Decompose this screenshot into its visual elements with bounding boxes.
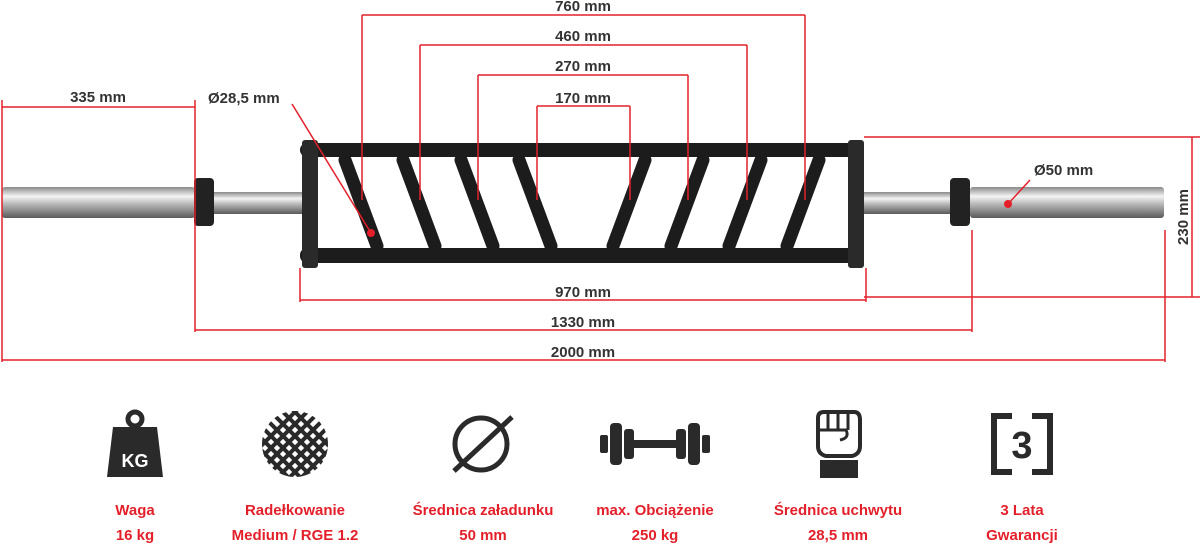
feature-label: Waga <box>115 502 155 519</box>
feature-value: 250 kg <box>631 527 679 544</box>
left-shaft <box>212 192 302 214</box>
svg-text:KG: KG <box>122 451 149 471</box>
frame-left-plate <box>302 140 318 268</box>
feature-value: 16 kg <box>115 527 155 544</box>
frame-top-rail <box>300 143 864 157</box>
dim-335: 335 mm <box>70 89 126 106</box>
dim-970: 970 mm <box>555 284 611 301</box>
dim-grip-diameter: Ø28,5 mm <box>208 90 280 107</box>
fist-icon <box>816 410 862 478</box>
feature-value: Medium / RGE 1.2 <box>231 527 359 544</box>
frame-bottom-rail <box>300 248 864 263</box>
weight-kg-icon: KG <box>107 409 163 477</box>
feature-label: max. Obciążenie <box>596 502 714 519</box>
dumbbell-icon <box>600 423 710 465</box>
dim-460: 460 mm <box>555 28 611 45</box>
warranty-3-icon: 3 <box>991 413 1053 475</box>
frame-right-plate <box>848 140 864 268</box>
feature-value: 28,5 mm <box>807 527 869 544</box>
feature-weight: KG Waga 16 kg <box>45 400 225 548</box>
dim-170: 170 mm <box>555 90 611 107</box>
feature-label: Radełkowanie <box>244 502 346 519</box>
dim-270: 270 mm <box>555 58 611 75</box>
diameter-icon <box>452 415 514 473</box>
right-sleeve <box>970 187 1164 218</box>
right-collar <box>950 178 970 226</box>
left-sleeve <box>2 187 195 218</box>
bar-diagram: 760 mm 460 mm 270 mm 170 mm 335 mm Ø28,5… <box>1 0 1200 362</box>
right-shaft <box>862 192 957 214</box>
dim-sleeve-diameter: Ø50 mm <box>1034 162 1093 179</box>
feature-load-diameter: Średnica załadunku 50 mm <box>393 400 573 548</box>
feature-value: Gwarancji <box>986 527 1058 544</box>
dim-230: 230 mm <box>1175 189 1192 245</box>
feature-label: Średnica załadunku <box>412 502 554 519</box>
dim-2000: 2000 mm <box>551 344 615 361</box>
feature-label: 3 Lata <box>1000 502 1044 519</box>
dim-1330: 1330 mm <box>551 314 615 331</box>
swiss-bar <box>2 140 1164 268</box>
feature-grip-diameter: Średnica uchwytu 28,5 mm <box>748 400 928 548</box>
svg-text:3: 3 <box>1011 425 1032 467</box>
dim-760: 760 mm <box>555 0 611 15</box>
feature-value: 50 mm <box>459 527 507 544</box>
feature-label: Średnica uchwytu <box>773 502 903 519</box>
left-collar <box>194 178 214 226</box>
feature-max-load: max. Obciążenie 250 kg <box>565 400 745 548</box>
knurling-icon <box>262 411 328 477</box>
